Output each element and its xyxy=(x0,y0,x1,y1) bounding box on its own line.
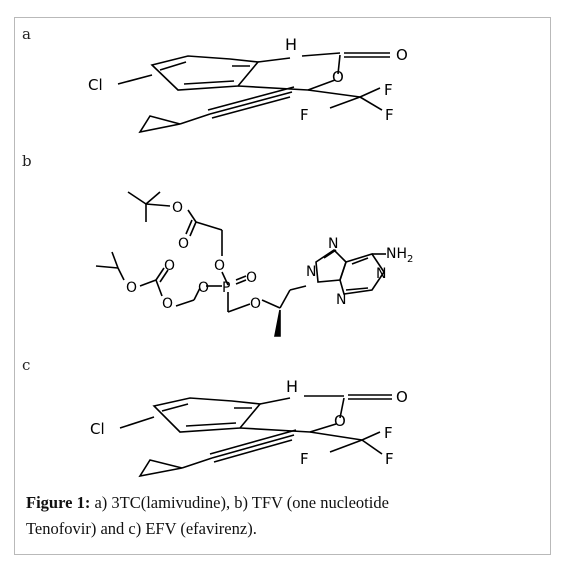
figure-caption: Figure 1: a) 3TC(lamivudine), b) TFV (on… xyxy=(26,490,536,542)
atom-nh2-b: NH2 xyxy=(386,246,413,265)
caption-line-1: a) 3TC(lamivudine), b) TFV (one nucleoti… xyxy=(90,493,389,512)
atom-nh2-sub: 2 xyxy=(407,254,413,265)
atom-f3-c: F xyxy=(385,450,394,468)
atom-f2-a: F xyxy=(300,106,309,124)
caption-line-2: Tenofovir) and c) EFV (efavirenz). xyxy=(26,519,257,538)
atom-cl-a: Cl xyxy=(88,76,103,94)
atom-n-b4: N xyxy=(336,292,346,308)
atom-o-ring-a: O xyxy=(332,68,344,86)
atom-n-b2: N xyxy=(328,236,338,252)
atom-labels-b: O O O O O O O P O O N N N N NH2 xyxy=(126,200,413,312)
atom-o-b8: O xyxy=(250,296,261,312)
atom-o-b4: O xyxy=(126,280,137,296)
panel-label-c: c xyxy=(22,356,31,374)
atom-labels-c: H N O O Cl F F F xyxy=(90,377,408,468)
caption-figure-label: Figure 1: xyxy=(26,493,91,512)
atom-p-o-b: O xyxy=(246,270,257,286)
atom-o-ring-c: O xyxy=(334,412,346,430)
structure-c xyxy=(119,394,392,478)
figure-frame xyxy=(14,17,551,555)
atom-o-b5: O xyxy=(164,258,175,274)
atom-o-b3: O xyxy=(214,258,225,274)
atom-o-b6: O xyxy=(162,296,173,312)
atom-p-b: P xyxy=(222,280,230,296)
atom-f3-a: F xyxy=(385,106,394,124)
atom-n-b1: N xyxy=(306,264,316,280)
atom-o-b7: O xyxy=(198,280,209,296)
atom-nh2-main: NH xyxy=(386,246,407,262)
atom-h-c: H xyxy=(286,377,298,396)
atom-labels-a: H N O O Cl F F F xyxy=(88,35,408,124)
atom-o-b2: O xyxy=(178,236,189,252)
atom-f2-c: F xyxy=(300,450,309,468)
atom-f1-a: F xyxy=(384,81,393,99)
structure-b xyxy=(95,191,386,337)
atom-n-b3: N xyxy=(376,266,386,282)
atom-f1-c: F xyxy=(384,424,393,442)
panel-label-a: a xyxy=(22,25,31,43)
atom-o-carbonyl-a: O xyxy=(396,46,408,64)
atom-o-carbonyl-c: O xyxy=(396,388,408,406)
structure-a xyxy=(117,52,390,134)
atom-cl-c: Cl xyxy=(90,420,105,438)
atom-h-a: H xyxy=(285,35,297,54)
atom-o-b1: O xyxy=(172,200,183,216)
panel-label-b: b xyxy=(22,152,32,170)
